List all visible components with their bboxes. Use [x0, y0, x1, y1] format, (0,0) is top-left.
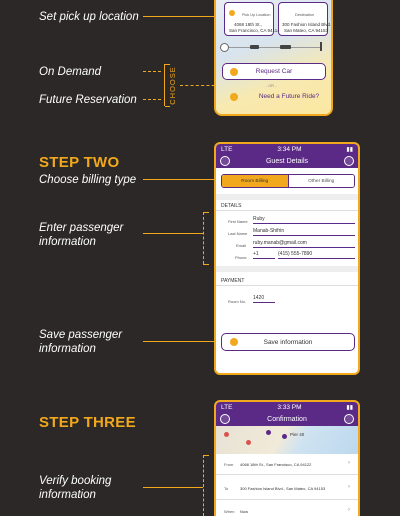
nav-title: Guest Details	[265, 157, 309, 165]
nav-bar: Confirmation	[216, 412, 358, 426]
room-no-label: Room No.	[228, 299, 247, 304]
arrow-verify	[143, 487, 203, 488]
battery-icon: ▮▮	[346, 146, 353, 153]
tab-other-billing[interactable]: Other Billing	[287, 175, 354, 187]
phone-code-field[interactable]: +1	[253, 251, 275, 259]
arrow-set-pickup	[143, 16, 227, 17]
save-info-label: Save passenger information	[39, 329, 123, 355]
arrow-save	[143, 341, 231, 342]
map-pin-icon	[246, 440, 251, 445]
on-demand-label: On Demand	[39, 66, 102, 78]
to-value: 300 Fashion Island Blvd., San Mateo, CA …	[240, 486, 326, 491]
phone-step-three: LTE 3:33 PM ▮▮ Confirmation Pier 40 From…	[214, 400, 360, 516]
choose-billing-label: Choose billing type	[39, 174, 137, 186]
last-name-label: Last Name	[228, 231, 248, 236]
future-reservation-label: Future Reservation	[39, 94, 137, 106]
save-information-button[interactable]: Save information	[221, 333, 355, 351]
set-pickup-label: Set pick up location	[39, 11, 139, 23]
or-divider: - OR -	[266, 84, 277, 88]
status-bar: LTE 3:33 PM ▮▮	[216, 402, 358, 412]
enter-info-bracket	[203, 212, 204, 264]
pickup-dot	[229, 10, 235, 16]
first-name-field[interactable]: Ruby	[253, 216, 355, 224]
when-label: When	[224, 509, 235, 514]
map-pin-icon	[282, 434, 287, 439]
passenger-icon	[320, 42, 326, 51]
nav-title: Confirmation	[267, 415, 307, 423]
future-dot	[230, 93, 238, 101]
tab-room-billing[interactable]: Room Billing	[222, 175, 288, 187]
arrow-choose	[180, 85, 220, 86]
arrow-on-demand	[143, 71, 161, 72]
map-pin-label: Pier 40	[290, 432, 305, 437]
save-dot	[230, 338, 238, 346]
carrier-text: LTE	[221, 403, 233, 411]
menu-icon[interactable]	[344, 414, 354, 424]
pickup-card[interactable]: Pick Up Location 4068 18th St., San Fran…	[224, 2, 280, 36]
chevron-right-icon[interactable]: ›	[348, 484, 350, 490]
verify-booking-label: Verify booking information	[39, 475, 112, 501]
status-bar: LTE 3:34 PM ▮▮	[216, 144, 358, 154]
carrier-text: LTE	[221, 145, 233, 153]
room-no-field[interactable]: 1420	[253, 295, 275, 303]
request-dot	[230, 67, 238, 76]
when-value: Now	[240, 509, 249, 514]
request-car-button[interactable]: Request Car	[222, 63, 326, 80]
from-label: From	[224, 462, 234, 467]
arrow-future	[143, 99, 161, 100]
map-pin-icon	[266, 430, 271, 435]
future-ride-link[interactable]: Need a Future Ride?	[258, 93, 320, 100]
first-name-label: First Name	[228, 219, 248, 224]
arrow-billing	[143, 179, 219, 180]
email-field[interactable]: ruby.manab@gmail.com	[253, 240, 355, 248]
suv-icon	[280, 45, 291, 49]
map-view: Pier 40	[216, 426, 358, 454]
profile-icon[interactable]	[220, 156, 230, 166]
chevron-right-icon[interactable]: ›	[348, 507, 350, 513]
details-header: DETAILS	[221, 203, 242, 209]
phone-step-one: Pick Up Location 4068 18th St., San Fran…	[214, 0, 333, 116]
chevron-right-icon[interactable]: ›	[348, 460, 350, 466]
vehicle-slider-track[interactable]	[222, 47, 320, 48]
step-two-title: STEP TWO	[39, 154, 120, 171]
enter-info-label: Enter passenger information	[39, 222, 124, 248]
slider-knob-icon[interactable]	[220, 43, 229, 52]
time-text: 3:33 PM	[277, 403, 302, 411]
menu-icon[interactable]	[344, 156, 354, 166]
phone-label: Phone	[235, 255, 247, 260]
email-label: Email	[236, 243, 247, 248]
car-icon	[250, 45, 259, 49]
to-label: To	[224, 486, 229, 491]
map-pin-icon	[224, 432, 229, 437]
last-name-field[interactable]: Manab-Shifrin	[253, 228, 355, 236]
verify-bracket	[203, 455, 204, 516]
phone-step-two: LTE 3:34 PM ▮▮ Guest Details Room Billin…	[214, 142, 360, 375]
choose-bracket	[164, 64, 165, 106]
destination-card[interactable]: Destination 300 Fashion Island Blvd., Sa…	[278, 2, 331, 36]
phone-number-field[interactable]: (415) 555-7890	[278, 251, 355, 259]
profile-icon[interactable]	[220, 414, 230, 424]
nav-bar: Guest Details	[216, 154, 358, 168]
battery-icon: ▮▮	[346, 404, 353, 411]
time-text: 3:34 PM	[277, 145, 302, 153]
payment-header: PAYMENT	[221, 278, 245, 284]
billing-tabs: Room Billing Other Billing	[221, 174, 355, 188]
step-three-title: STEP THREE	[39, 414, 136, 431]
arrow-enter-info	[143, 233, 203, 234]
choose-label: CHOOSE	[167, 65, 177, 105]
from-value: 4068 18th St., San Francisco, CA 94122	[240, 462, 312, 467]
